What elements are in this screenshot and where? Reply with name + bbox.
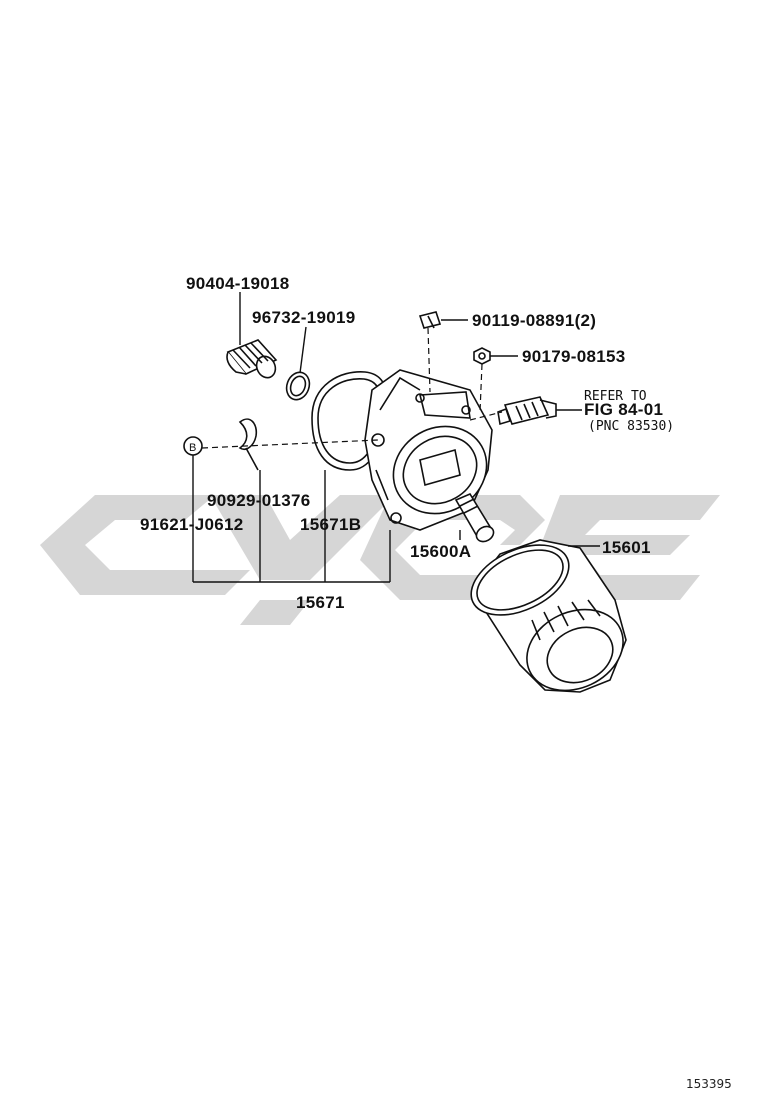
label-15671: 15671	[296, 593, 345, 612]
o-ring-part	[285, 371, 311, 401]
label-91621-J0612: 91621-J0612	[140, 515, 244, 534]
label-90119-08891: 90119-08891(2)	[472, 311, 596, 330]
refer-to-text: REFER TO	[584, 389, 647, 404]
label-90404-19018: 90404-19018	[186, 274, 290, 293]
bolt-part	[418, 311, 442, 329]
fig-reference-text: FIG 84-01	[584, 400, 663, 419]
oil-filter-part	[470, 539, 627, 693]
leader-lines	[192, 292, 600, 583]
label-15601: 15601	[602, 538, 651, 557]
label-15600A: 15600A	[410, 542, 471, 561]
label-15671B: 15671B	[300, 515, 361, 534]
circle-b-label: B	[189, 442, 196, 454]
plug-part	[226, 339, 278, 379]
nut-part	[473, 347, 491, 365]
label-96732-19019: 96732-19019	[252, 308, 356, 327]
filter-bracket-part	[364, 369, 493, 531]
label-90179-08153: 90179-08153	[522, 347, 626, 366]
dashed-guides	[201, 327, 503, 449]
pnc-reference-text: (PNC 83530)	[588, 419, 674, 434]
clip-part	[238, 418, 259, 471]
union-bolt-part	[454, 492, 495, 543]
illustration-number: 153395	[686, 1077, 732, 1091]
pressure-switch-part	[497, 396, 557, 426]
label-90929-01376: 90929-01376	[207, 491, 311, 510]
